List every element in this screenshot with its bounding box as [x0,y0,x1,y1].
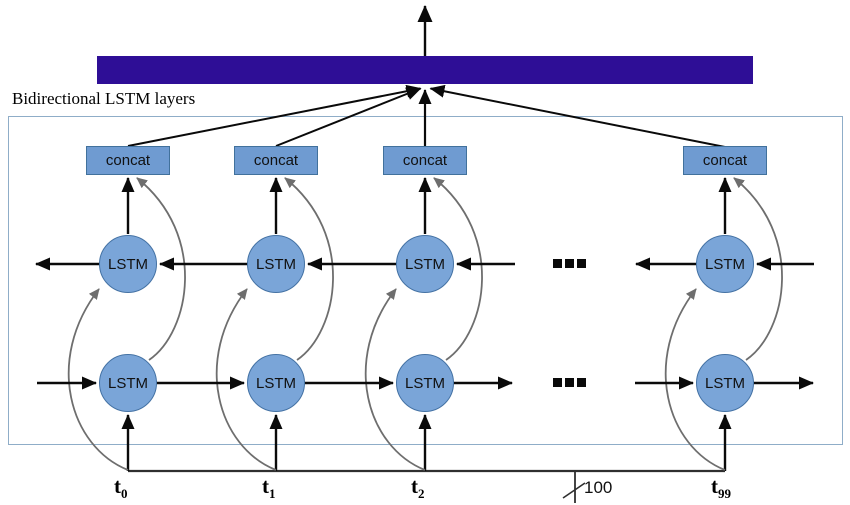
backward-lstm-label: LSTM [107,255,148,273]
forward-lstm-node: LSTM [247,354,305,412]
forward-to-concat-curve [733,177,783,361]
concat-to-output-arrow [275,87,422,147]
forward-lstm-label: LSTM [107,374,148,392]
forward-lstm-label: LSTM [704,374,745,392]
output-layer-bar [97,56,753,84]
concat-to-output-arrow [127,84,422,147]
timestep-label: t99 [711,474,731,502]
input-to-backward-curve [664,288,726,471]
concat-box: concat [383,146,467,175]
backward-lstm-node: LSTM [696,235,754,293]
input-to-backward-curve [67,288,129,471]
backward-lstm-node: LSTM [247,235,305,293]
bus-width-slash [562,482,586,499]
timestep-subscript: 99 [718,486,731,501]
input-to-backward-curve [215,288,277,471]
backward-lstm-node: LSTM [396,235,454,293]
backward-lstm-node: LSTM [99,235,157,293]
concat-box: concat [683,146,767,175]
forward-lstm-label: LSTM [255,374,296,392]
timestep-base: t [411,474,418,498]
timestep-subscript: 2 [418,486,425,501]
concat-label: concat [105,152,151,169]
forward-to-concat-curve [136,177,186,361]
timestep-base: t [262,474,269,498]
timestep-base: t [114,474,121,498]
concat-label: concat [702,152,748,169]
timestep-label: t2 [411,474,425,502]
ellipsis-dots-bottom [565,378,574,387]
forward-lstm-node: LSTM [696,354,754,412]
backward-lstm-label: LSTM [704,255,745,273]
ellipsis-dots-bottom [577,378,586,387]
ellipsis-dots-top [565,259,574,268]
concat-box: concat [86,146,170,175]
ellipsis-dots-top [577,259,586,268]
forward-to-concat-curve [433,177,483,361]
concat-label: concat [253,152,299,169]
backward-lstm-label: LSTM [404,255,445,273]
diagram-caption: Bidirectional LSTM layers [12,89,196,108]
ellipsis-dots-bottom [553,378,562,387]
sequence-length-label: 100 [584,478,613,497]
timestep-subscript: 0 [121,486,128,501]
timestep-base: t [711,474,718,498]
timestep-label: t0 [114,474,128,502]
forward-lstm-node: LSTM [396,354,454,412]
forward-to-concat-curve [284,177,334,361]
forward-lstm-node: LSTM [99,354,157,412]
timestep-label: t1 [262,474,276,502]
timestep-subscript: 1 [269,486,276,501]
concat-to-output-arrow [429,84,726,148]
ellipsis-dots-top [553,259,562,268]
concat-label: concat [402,152,448,169]
input-to-backward-curve [364,288,426,471]
forward-lstm-label: LSTM [404,374,445,392]
backward-lstm-label: LSTM [255,255,296,273]
concat-box: concat [234,146,318,175]
